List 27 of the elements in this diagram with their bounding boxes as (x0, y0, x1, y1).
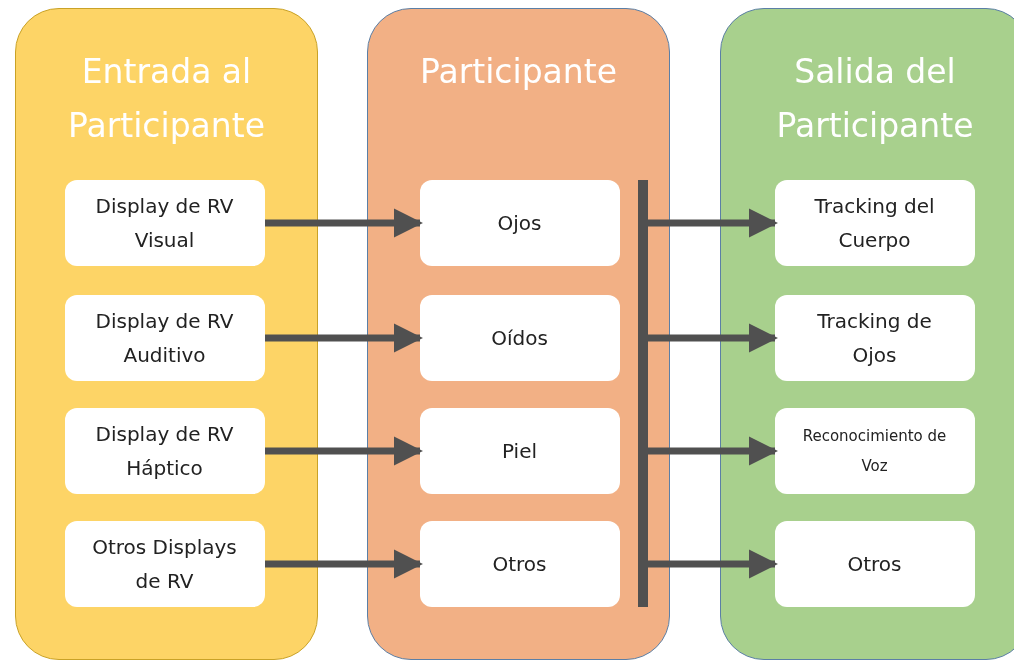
arrow (648, 208, 778, 238)
text-box: Tracking de Ojos (774, 294, 975, 381)
text-box: Oídos (419, 294, 620, 381)
text-box: Tracking del Cuerpo (774, 179, 975, 266)
text-box: Otros Displays de RV (64, 520, 265, 607)
text-box: Otros (419, 520, 620, 607)
column-panel (367, 8, 670, 660)
text-box: Ojos (419, 179, 620, 266)
arrow (265, 208, 423, 238)
arrow (265, 323, 423, 353)
text-box: Display de RV Auditivo (64, 294, 265, 381)
column-panel (720, 8, 1014, 660)
arrow (265, 549, 423, 579)
text-box: Display de RV Visual (64, 179, 265, 266)
text-box: Otros (774, 520, 975, 607)
arrow (648, 323, 778, 353)
panel-heading: Entrada al Participante (67, 51, 266, 147)
arrow (648, 549, 778, 579)
panel-heading: Participante (419, 51, 618, 93)
bus-bar (637, 179, 648, 607)
text-box: Piel (419, 407, 620, 494)
arrow (648, 436, 778, 466)
column-panel (15, 8, 318, 660)
panel-heading: Salida del Participante (775, 51, 975, 147)
arrow (265, 436, 423, 466)
text-box: Display de RV Háptico (64, 407, 265, 494)
text-box: Reconocimiento de Voz (774, 407, 975, 494)
